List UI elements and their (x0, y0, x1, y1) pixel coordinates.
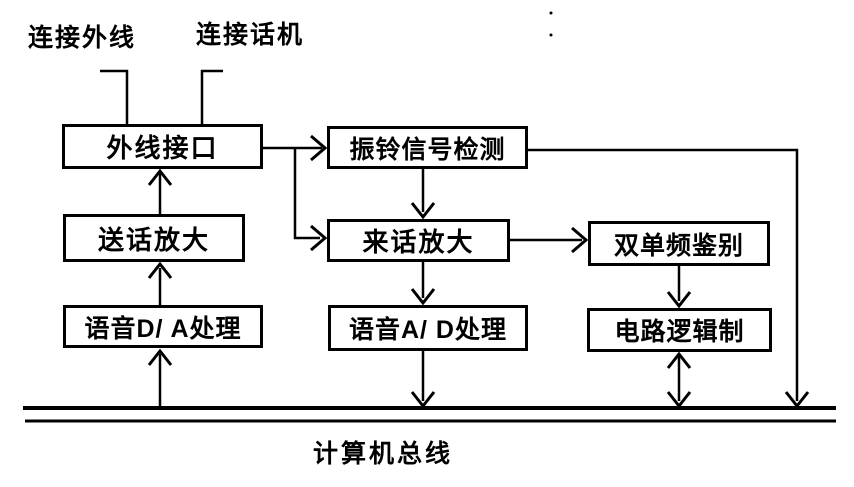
scan-speck (549, 11, 553, 15)
label-connect-phone: 连接话机 (196, 21, 305, 49)
edge-connect-outside-line (100, 69, 129, 124)
node-transmit-amplifier: 送话放大 (63, 214, 245, 262)
edge-outline-to-incoming (293, 148, 320, 240)
node-voice-da-processing: 语音D/ A处理 (63, 305, 263, 348)
arrowhead-down-icon (666, 291, 692, 309)
arrowhead-right-icon (571, 226, 589, 254)
node-incoming-amplifier: 来话放大 (327, 219, 510, 262)
edge-ring-to-bus (528, 148, 799, 401)
node-voice-ad-processing: 语音A/ D处理 (328, 305, 528, 351)
edge-connect-phone-line (200, 69, 223, 124)
node-circuit-logic-control: 电路逻辑制 (587, 308, 772, 352)
arrowhead-up-icon (147, 348, 173, 366)
node-dual-single-tone-discrimination: 双单频鉴别 (588, 221, 770, 266)
label-computer-bus: 计算机总线 (313, 440, 454, 468)
node-outside-line-interface: 外线接口 (62, 124, 263, 169)
arrowhead-right-icon (310, 224, 328, 252)
arrowhead-up-icon (147, 168, 173, 186)
arrowhead-down-icon (410, 288, 436, 306)
label-connect-outside-line: 连接外线 (28, 24, 137, 52)
scan-speck (549, 33, 553, 37)
arrowhead-up-icon (147, 261, 173, 279)
arrowhead-right-icon (310, 134, 328, 162)
arrowhead-down-icon (410, 202, 436, 220)
arrowhead-up-icon (666, 351, 692, 369)
node-ring-signal-detection: 振铃信号检测 (327, 126, 528, 169)
